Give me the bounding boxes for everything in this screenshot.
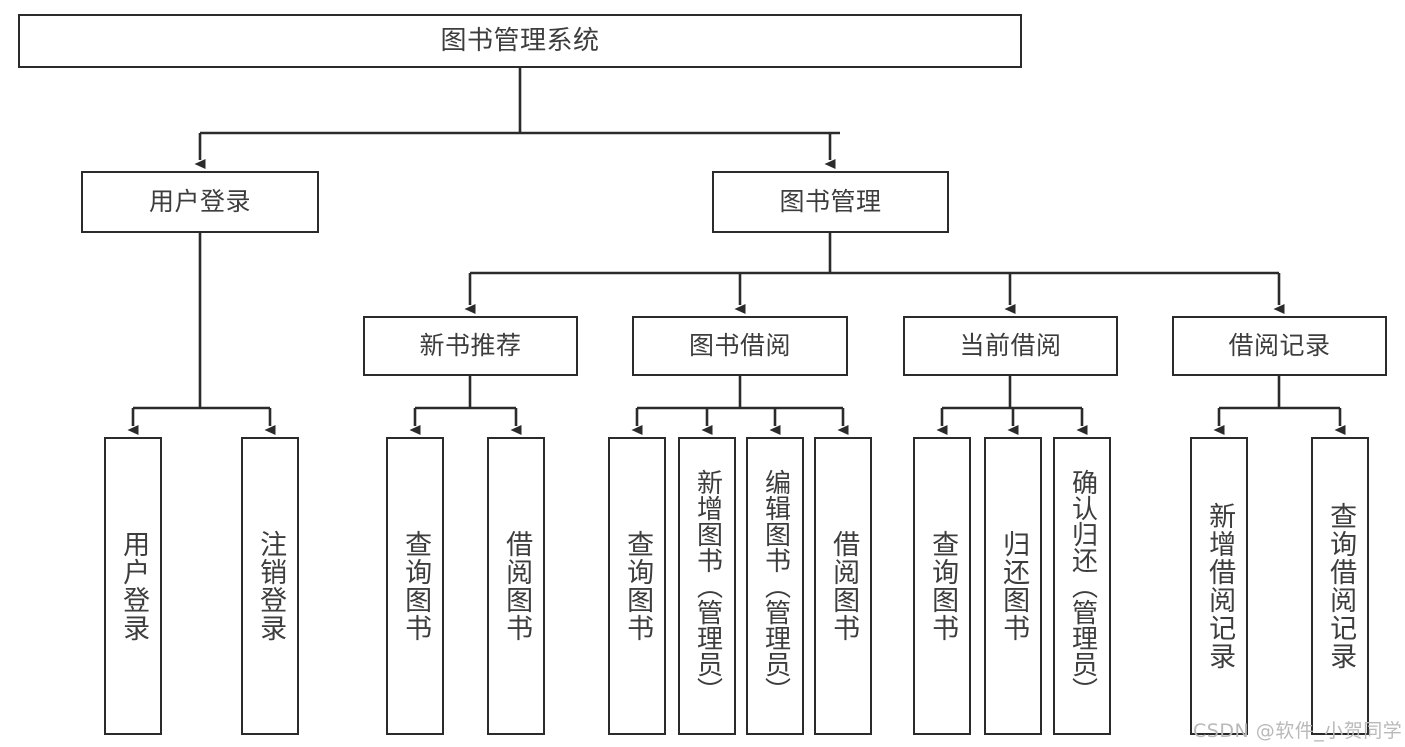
node-leaf-add-book[interactable]: 新增图书（管理员） [678, 437, 736, 735]
node-label: 确认归还（管理员） [1067, 469, 1098, 703]
node-leaf-logout[interactable]: 注销登录 [241, 437, 299, 735]
node-label: 借阅图书 [828, 530, 860, 642]
node-borrow-record[interactable]: 借阅记录 [1172, 316, 1387, 376]
node-leaf-query-book-1[interactable]: 查询图书 [386, 437, 444, 735]
node-label: 图书管理系统 [440, 25, 600, 56]
node-label: 借阅记录 [1228, 331, 1331, 361]
node-label: 新增图书（管理员） [692, 469, 723, 703]
node-leaf-query-book-3[interactable]: 查询图书 [913, 437, 971, 735]
node-label: 借阅图书 [501, 530, 533, 642]
node-root-system[interactable]: 图书管理系统 [18, 14, 1022, 68]
node-label: 用户登录 [118, 530, 150, 642]
node-leaf-borrow-book-2[interactable]: 借阅图书 [814, 437, 872, 735]
node-label: 图书借阅 [688, 331, 791, 361]
node-leaf-query-record[interactable]: 查询借阅记录 [1311, 437, 1369, 735]
csdn-watermark: CSDN @软件_小贺同学 [1193, 720, 1403, 742]
node-leaf-edit-book[interactable]: 编辑图书（管理员） [746, 437, 804, 735]
node-leaf-query-book-2[interactable]: 查询图书 [608, 437, 666, 735]
node-leaf-confirm-return[interactable]: 确认归还（管理员） [1053, 437, 1111, 735]
node-label: 用户登录 [148, 187, 251, 217]
node-label: 新书推荐 [419, 331, 522, 361]
node-label: 编辑图书（管理员） [760, 469, 791, 703]
node-user-login[interactable]: 用户登录 [81, 171, 319, 233]
node-leaf-add-record[interactable]: 新增借阅记录 [1190, 437, 1248, 735]
node-leaf-return-book[interactable]: 归还图书 [984, 437, 1042, 735]
node-label: 注销登录 [255, 530, 287, 642]
node-book-management[interactable]: 图书管理 [712, 171, 949, 233]
node-label: 归还图书 [998, 530, 1030, 642]
node-label: 图书管理 [779, 187, 882, 217]
node-leaf-user-login[interactable]: 用户登录 [104, 437, 162, 735]
node-new-book-recommend[interactable]: 新书推荐 [363, 316, 578, 376]
node-label: 查询图书 [927, 530, 959, 642]
node-book-borrow[interactable]: 图书借阅 [632, 316, 848, 376]
node-label: 新增借阅记录 [1204, 502, 1236, 670]
node-label: 查询图书 [400, 530, 432, 642]
node-leaf-borrow-book-1[interactable]: 借阅图书 [487, 437, 545, 735]
node-current-borrow[interactable]: 当前借阅 [903, 316, 1118, 376]
node-label: 查询图书 [622, 530, 654, 642]
node-label: 当前借阅 [959, 331, 1062, 361]
node-label: 查询借阅记录 [1325, 502, 1357, 670]
